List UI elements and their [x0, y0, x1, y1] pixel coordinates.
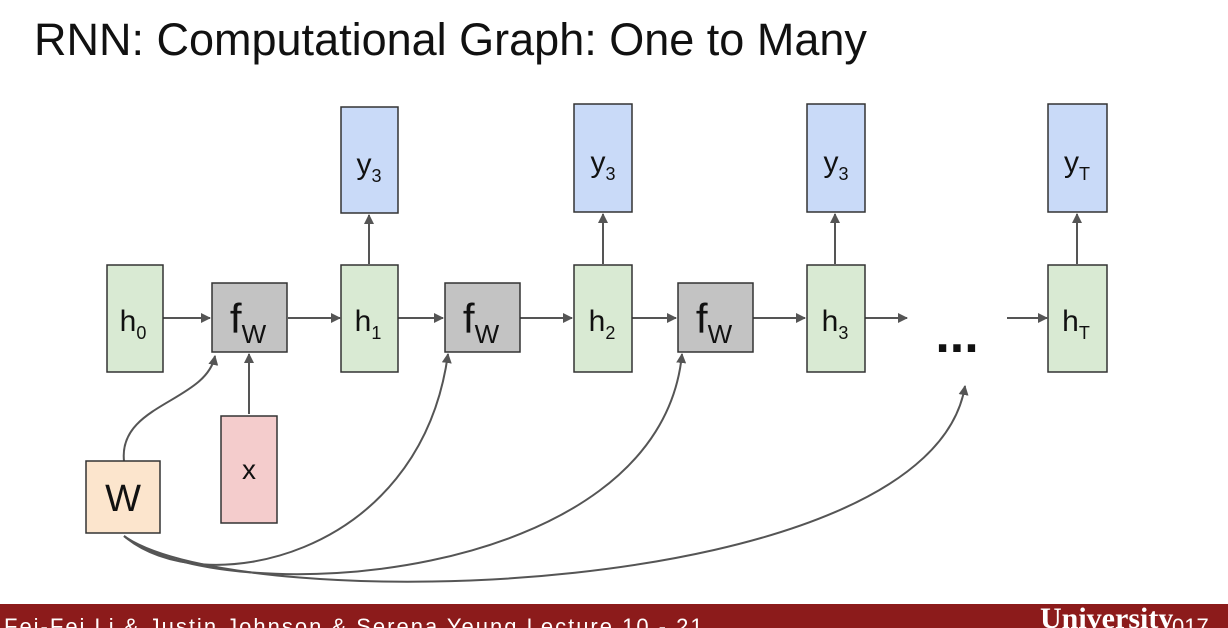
- input-x: x: [220, 415, 278, 524]
- function-f3: fW: [677, 282, 754, 353]
- svg-text:hT: hT: [1062, 305, 1090, 343]
- svg-text:h1: h1: [355, 305, 382, 343]
- svg-text:h3: h3: [822, 305, 849, 343]
- arrow-W-f1: [122, 355, 219, 462]
- svg-text:h0: h0: [120, 305, 147, 343]
- output-y2: y3: [573, 103, 633, 213]
- function-f2: fW: [444, 282, 521, 353]
- svg-text:fW: fW: [230, 295, 267, 349]
- output-y3: y3: [806, 103, 866, 213]
- svg-text:W: W: [105, 478, 141, 520]
- ellipsis: ...: [935, 306, 978, 364]
- hidden-h1: h1: [340, 264, 399, 373]
- svg-text:y3: y3: [823, 146, 848, 184]
- svg-text:y3: y3: [590, 146, 615, 184]
- page-number: 017: [1172, 614, 1209, 628]
- arrow-W-ellipsis: [123, 385, 969, 583]
- arrows: [122, 213, 1082, 583]
- svg-text:fW: fW: [696, 295, 733, 349]
- rnn-diagram: y3 y3 y3 yT h0 h1 h2 h3 hT fW fW: [85, 103, 1108, 583]
- university-logo: University: [1040, 604, 1174, 628]
- output-yT: yT: [1047, 103, 1108, 213]
- footer-bar: Fei-Fei Li & Justin Johnson & Serena Yeu…: [0, 604, 1228, 628]
- svg-text:yT: yT: [1064, 146, 1090, 184]
- hidden-h2: h2: [573, 264, 633, 373]
- arrow-W-f3: [123, 353, 687, 576]
- footer-text: Fei-Fei Li & Justin Johnson & Serena Yeu…: [4, 614, 705, 628]
- hidden-hT: hT: [1047, 264, 1108, 373]
- slide-title: RNN: Computational Graph: One to Many: [34, 14, 867, 65]
- arrow-W-f2: [123, 353, 452, 566]
- hidden-h3: h3: [806, 264, 866, 373]
- output-y1: y3: [340, 106, 399, 214]
- function-f1: fW: [211, 282, 288, 353]
- svg-text:x: x: [242, 454, 256, 485]
- svg-text:y3: y3: [356, 148, 381, 186]
- svg-text:h2: h2: [589, 305, 616, 343]
- weight-W: W: [85, 460, 161, 534]
- hidden-h0: h0: [106, 264, 164, 373]
- svg-text:fW: fW: [463, 295, 500, 349]
